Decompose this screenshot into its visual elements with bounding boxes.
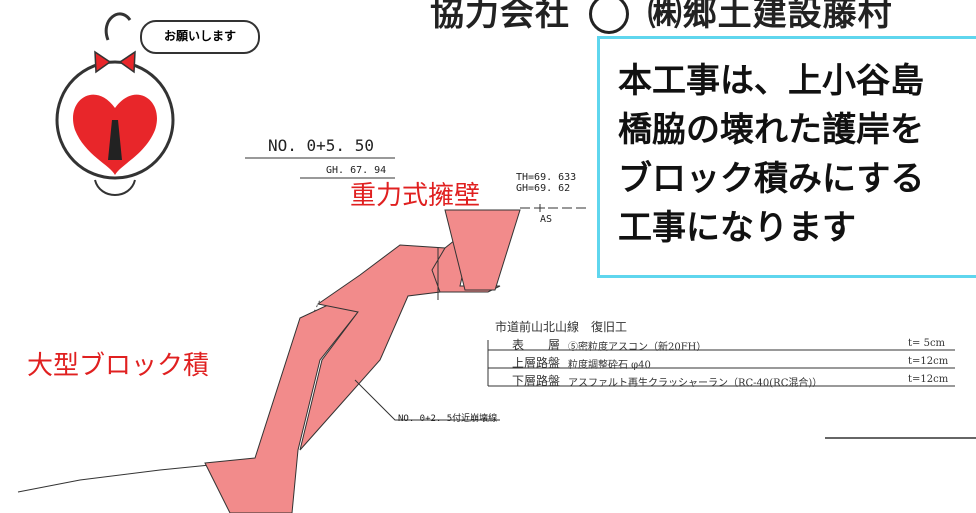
as-label: AS xyxy=(540,214,553,225)
header-left-text: 協力会社 xyxy=(430,0,570,34)
spec-title: 市道前山北山線 復旧工 xyxy=(495,320,628,334)
spec-row-3-name: 下層路盤 xyxy=(512,374,561,388)
gravity-wall-top xyxy=(444,209,521,291)
spec-row-3-thickness: t=12cm xyxy=(908,374,949,385)
mascot-hands xyxy=(94,179,136,196)
th-marker xyxy=(535,204,545,212)
gravity-wall-label: 重力式擁壁 xyxy=(350,181,481,211)
gh-label: GH=69. 62 xyxy=(516,183,571,194)
spec-row-2-name: 上層路盤 xyxy=(512,356,561,370)
speech-bubble: お願いします xyxy=(140,20,260,54)
company-header: 協力会社 ㈱郷土建設藤村 xyxy=(430,0,893,36)
gh-station-label: GH. 67. 94 xyxy=(326,165,387,176)
backfill-body xyxy=(299,244,446,451)
callout-box: 本工事は、上小谷島 橋脇の壊れた護岸を ブロック積みにする 工事になります xyxy=(597,36,976,278)
collapse-line-label: NO. 0+2. 5付近崩壊線 xyxy=(398,414,498,424)
callout-line-3: ブロック積みにする xyxy=(618,159,925,199)
bow-icon xyxy=(94,50,136,74)
mascot-beak xyxy=(108,120,122,160)
spec-rows-lines xyxy=(488,349,955,387)
company-logo-icon xyxy=(588,0,629,34)
station-label: NO. 0+5. 50 xyxy=(268,136,374,155)
header-right-text: ㈱郷土建設藤村 xyxy=(647,0,893,34)
mascot-character xyxy=(55,12,175,196)
collapse-leader xyxy=(354,379,500,421)
callout-line-2: 橋脇の壊れた護岸を xyxy=(618,110,924,150)
callout-line-1: 本工事は、上小谷島 xyxy=(618,61,924,101)
spec-row-2-desc: 粒度調整砕石 φ40 xyxy=(568,360,651,371)
mascot-tuft xyxy=(104,12,132,41)
ground-line xyxy=(17,461,241,493)
spec-row-2-thickness: t=12cm xyxy=(908,356,949,367)
callout-line-4: 工事になります xyxy=(618,208,856,248)
spec-row-1-desc: ⑤密粒度アスコン（新20FH） xyxy=(568,342,707,353)
large-block-wall xyxy=(204,303,359,513)
th-label: TH=69. 633 xyxy=(516,172,577,183)
large-block-label: 大型ブロック積 xyxy=(27,351,210,381)
spec-row-1-name: 表 層 xyxy=(512,338,561,352)
spec-row-3-desc: アスファルト再生クラッシャーラン（RC-40(RC混合)） xyxy=(568,378,823,389)
spec-row-1-thickness: t= 5cm xyxy=(908,338,946,349)
gravity-wall-body xyxy=(431,239,501,293)
